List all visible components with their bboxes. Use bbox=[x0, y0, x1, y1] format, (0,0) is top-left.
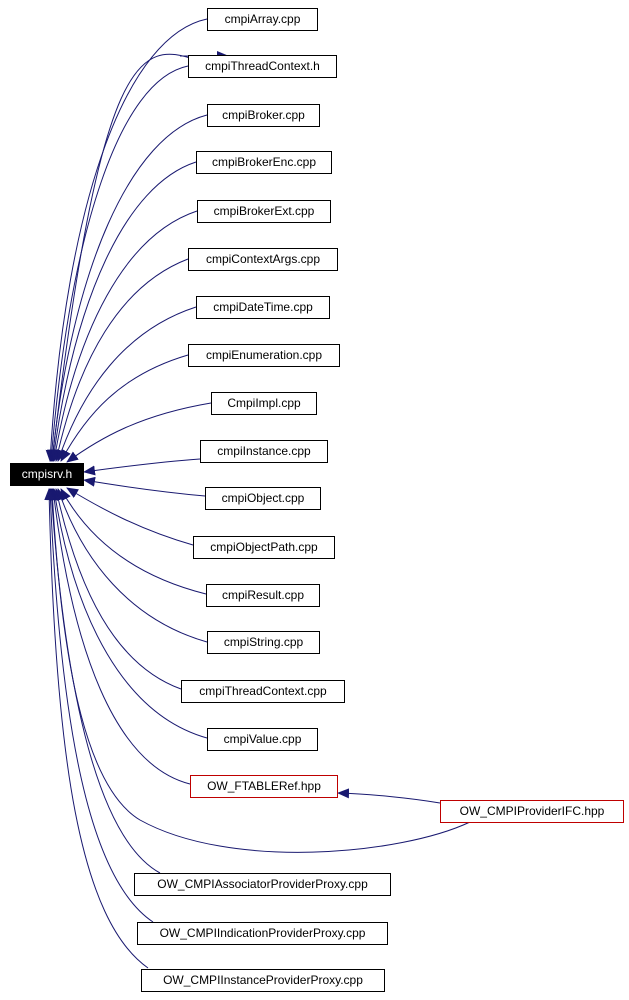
node-cmpidatetime-cpp[interactable]: cmpiDateTime.cpp bbox=[196, 296, 330, 319]
edge-cmpiobject bbox=[83, 476, 206, 497]
node-cmpistring-cpp[interactable]: cmpiString.cpp bbox=[207, 631, 320, 654]
edge-cmpicontextargs bbox=[53, 258, 189, 462]
node-cmpibrokerenc-cpp[interactable]: cmpiBrokerEnc.cpp bbox=[196, 151, 332, 174]
edge-ow-cmpiassociatorproviderproxy bbox=[46, 488, 161, 874]
node-cmpibroker-cpp[interactable]: cmpiBroker.cpp bbox=[207, 104, 320, 127]
node-ow-cmpiassociatorproviderproxy-cpp[interactable]: OW_CMPIAssociatorProviderProxy.cpp bbox=[134, 873, 391, 896]
edge-cmpibrokerenc bbox=[49, 161, 197, 462]
edge-cmpibroker bbox=[48, 114, 208, 462]
edge-cmpiinstance bbox=[83, 458, 201, 476]
node-cmpiinstance-cpp[interactable]: cmpiInstance.cpp bbox=[200, 440, 328, 463]
edge-cmpiobjectpath bbox=[66, 487, 194, 546]
node-cmpithreadcontext-h[interactable]: cmpiThreadContext.h bbox=[188, 55, 337, 78]
edge-cmpienumeration bbox=[60, 354, 189, 462]
edge-cmpithreadcontext-h bbox=[46, 65, 189, 462]
node-cmpiobject-cpp[interactable]: cmpiObject.cpp bbox=[205, 487, 321, 510]
node-ow-ftableref-hpp[interactable]: OW_FTABLERef.hpp bbox=[190, 775, 338, 798]
node-ow-cmpiprovideric-hpp[interactable]: OW_CMPIProviderIFC.hpp bbox=[440, 800, 624, 823]
edge-ow-cmpiprovideric-to-ftableref bbox=[337, 788, 441, 804]
edge-ow-cmpiindicationproviderproxy bbox=[45, 488, 154, 923]
edge-cmpiarray bbox=[45, 18, 208, 462]
edge-cmpibrokerext bbox=[50, 210, 198, 462]
node-cmpiarray-cpp[interactable]: cmpiArray.cpp bbox=[207, 8, 318, 31]
edge-cmpithreadcontext-cpp bbox=[53, 488, 182, 690]
node-cmpiobjectpath-cpp[interactable]: cmpiObjectPath.cpp bbox=[193, 536, 335, 559]
node-ow-cmpiindicationproviderproxy-cpp[interactable]: OW_CMPIIndicationProviderProxy.cpp bbox=[137, 922, 388, 945]
node-cmpienumeration-cpp[interactable]: cmpiEnumeration.cpp bbox=[188, 344, 340, 367]
node-cmpivalue-cpp[interactable]: cmpiValue.cpp bbox=[207, 728, 318, 751]
edge-cmpistring bbox=[56, 488, 208, 643]
edge-ow-ftableref bbox=[49, 488, 191, 785]
node-cmpibrokerext-cpp[interactable]: cmpiBrokerExt.cpp bbox=[197, 200, 331, 223]
edge-cmpithreadcontext-cpp-to-h bbox=[51, 53, 197, 462]
node-cmpithreadcontext-cpp[interactable]: cmpiThreadContext.cpp bbox=[181, 680, 345, 703]
edge-cmpivalue bbox=[50, 488, 208, 739]
edge-cmpiresult bbox=[60, 488, 207, 595]
node-cmpisrv-h: cmpisrv.h bbox=[10, 463, 84, 486]
node-cmpicontextargs-cpp[interactable]: cmpiContextArgs.cpp bbox=[188, 248, 338, 271]
edge-ow-cmpiinstanceproviderproxy bbox=[44, 488, 149, 969]
node-ow-cmpiinstanceproviderproxy-cpp[interactable]: OW_CMPIInstanceProviderProxy.cpp bbox=[141, 969, 385, 992]
edge-cmpiimpl bbox=[66, 402, 212, 463]
node-cmpiresult-cpp[interactable]: cmpiResult.cpp bbox=[206, 584, 320, 607]
node-cmpiimpl-cpp[interactable]: CmpiImpl.cpp bbox=[211, 392, 317, 415]
edge-cmpidatetime bbox=[56, 306, 197, 462]
